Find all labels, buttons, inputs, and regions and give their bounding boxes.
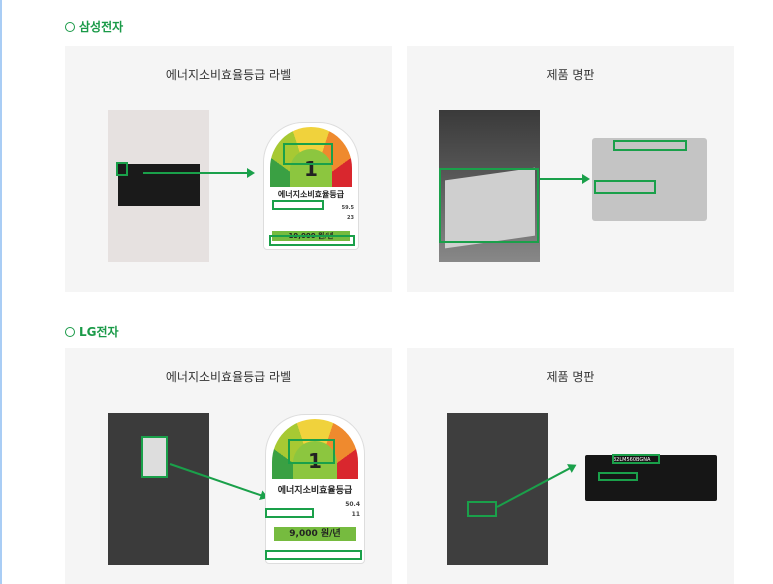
highlight-box: [116, 162, 128, 176]
highlight-box: [288, 439, 335, 464]
label-row: 23: [286, 215, 354, 221]
highlight-box: [439, 168, 539, 243]
highlight-box: [272, 200, 324, 210]
panel-title: 제품 명판: [546, 370, 595, 384]
tv-photo: [108, 110, 209, 262]
arrow: [143, 168, 255, 178]
energy-label: 1 에너지소비효율등급 50.4 11 9,000 원/년: [265, 414, 365, 564]
page-edge: [0, 0, 2, 584]
value1: 59.5: [341, 205, 354, 211]
highlight-box: [269, 235, 355, 246]
plate-model: 32LM560BGNA: [613, 457, 651, 463]
arrow: [540, 174, 590, 184]
section-title-lg: LG전자: [65, 323, 119, 340]
highlight-box: [612, 454, 660, 464]
value1: 50.4: [345, 501, 360, 508]
grade-value: 1: [290, 149, 332, 187]
section-title-text: LG전자: [79, 325, 119, 339]
highlight-box: [141, 436, 168, 478]
value2: 11: [351, 511, 360, 518]
grade-value: 1: [293, 441, 337, 479]
samsung-label-panel: 에너지소비효율등급 라벨 1 에너지소비효율등급 59.5 23 19,000 …: [65, 46, 392, 292]
section-title-text: 삼성전자: [79, 20, 124, 34]
product-plate: [592, 138, 707, 221]
lg-plate-panel: 제품 명판 32LM560BGNA: [407, 348, 734, 584]
label-row: 11: [288, 511, 360, 518]
annual-cost: 9,000 원/년: [274, 527, 356, 541]
highlight-box: [613, 140, 687, 151]
section-title-samsung: 삼성전자: [65, 18, 123, 35]
circle-icon: [65, 21, 75, 32]
samsung-plate-panel: 제품 명판: [407, 46, 734, 292]
highlight-box: [598, 472, 638, 481]
value2: 23: [347, 215, 354, 221]
highlight-box: [467, 501, 497, 517]
circle-icon: [65, 326, 75, 337]
panel-title: 에너지소비효율등급 라벨: [165, 68, 292, 82]
label-heading: 에너지소비효율등급: [277, 486, 353, 496]
energy-label: 1 에너지소비효율등급 59.5 23 19,000 원/년: [263, 122, 359, 250]
label-row: 50.4: [288, 501, 360, 508]
panel-title: 에너지소비효율등급 라벨: [165, 370, 292, 384]
highlight-box: [265, 550, 362, 560]
tv-body: [118, 164, 200, 206]
tv-back-photo: [439, 110, 540, 262]
label-row: 59.5: [286, 205, 354, 211]
lg-label-panel: 에너지소비효율등급 라벨 1 에너지소비효율등급 50.4 11 9,000 원…: [65, 348, 392, 584]
highlight-box: [594, 180, 656, 194]
label-heading: 에너지소비효율등급: [277, 190, 345, 199]
highlight-box: [283, 143, 333, 165]
panel-title: 제품 명판: [546, 68, 595, 82]
highlight-box: [265, 508, 314, 518]
